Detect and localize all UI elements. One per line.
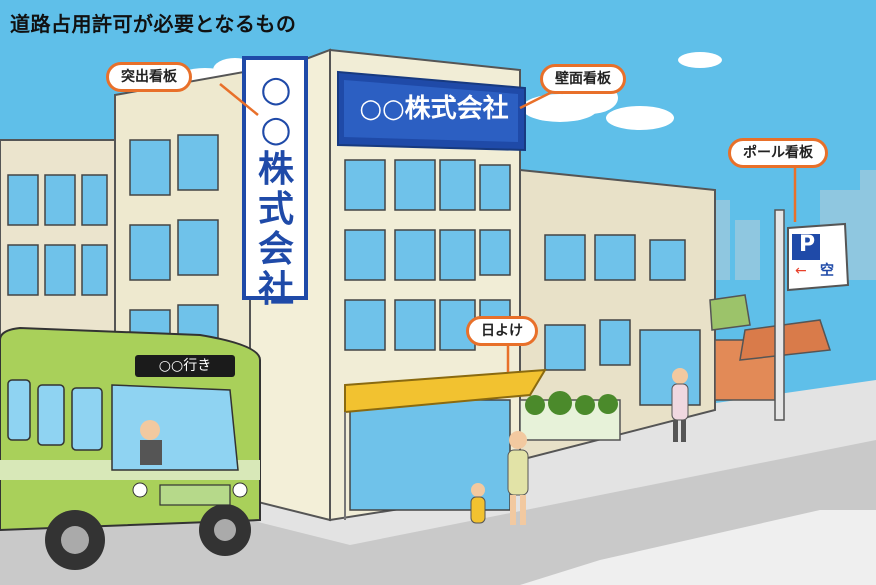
callout-awning: 日よけ xyxy=(466,316,538,346)
parking-lot xyxy=(709,294,832,401)
callout-wall-sign: 壁面看板 xyxy=(540,64,626,94)
protruding-sign-graphic xyxy=(242,56,308,300)
right-building xyxy=(519,168,716,462)
pole-sign-graphic xyxy=(774,209,850,421)
wall-sign-text: ○○株式会社 xyxy=(359,94,509,124)
vertical-sign-text: ○○株式会社 xyxy=(257,69,294,310)
bus-graphic xyxy=(0,326,261,570)
left-arrow-icon: ← xyxy=(795,263,807,279)
callout-pole-sign: ポール看板 xyxy=(728,138,828,168)
wall-sign-graphic xyxy=(337,70,526,152)
bus-destination-text: ○○行き xyxy=(158,358,212,374)
awning-graphic xyxy=(344,368,547,520)
page-title: 道路占用許可が必要となるもの xyxy=(10,12,297,36)
crosswalk xyxy=(520,510,876,585)
left-building xyxy=(0,139,116,361)
callout-protruding-sign: 突出看板 xyxy=(106,62,192,92)
parking-letter: P xyxy=(798,232,816,257)
pedestrians xyxy=(470,368,689,525)
parking-vacancy: 空 xyxy=(820,263,834,279)
